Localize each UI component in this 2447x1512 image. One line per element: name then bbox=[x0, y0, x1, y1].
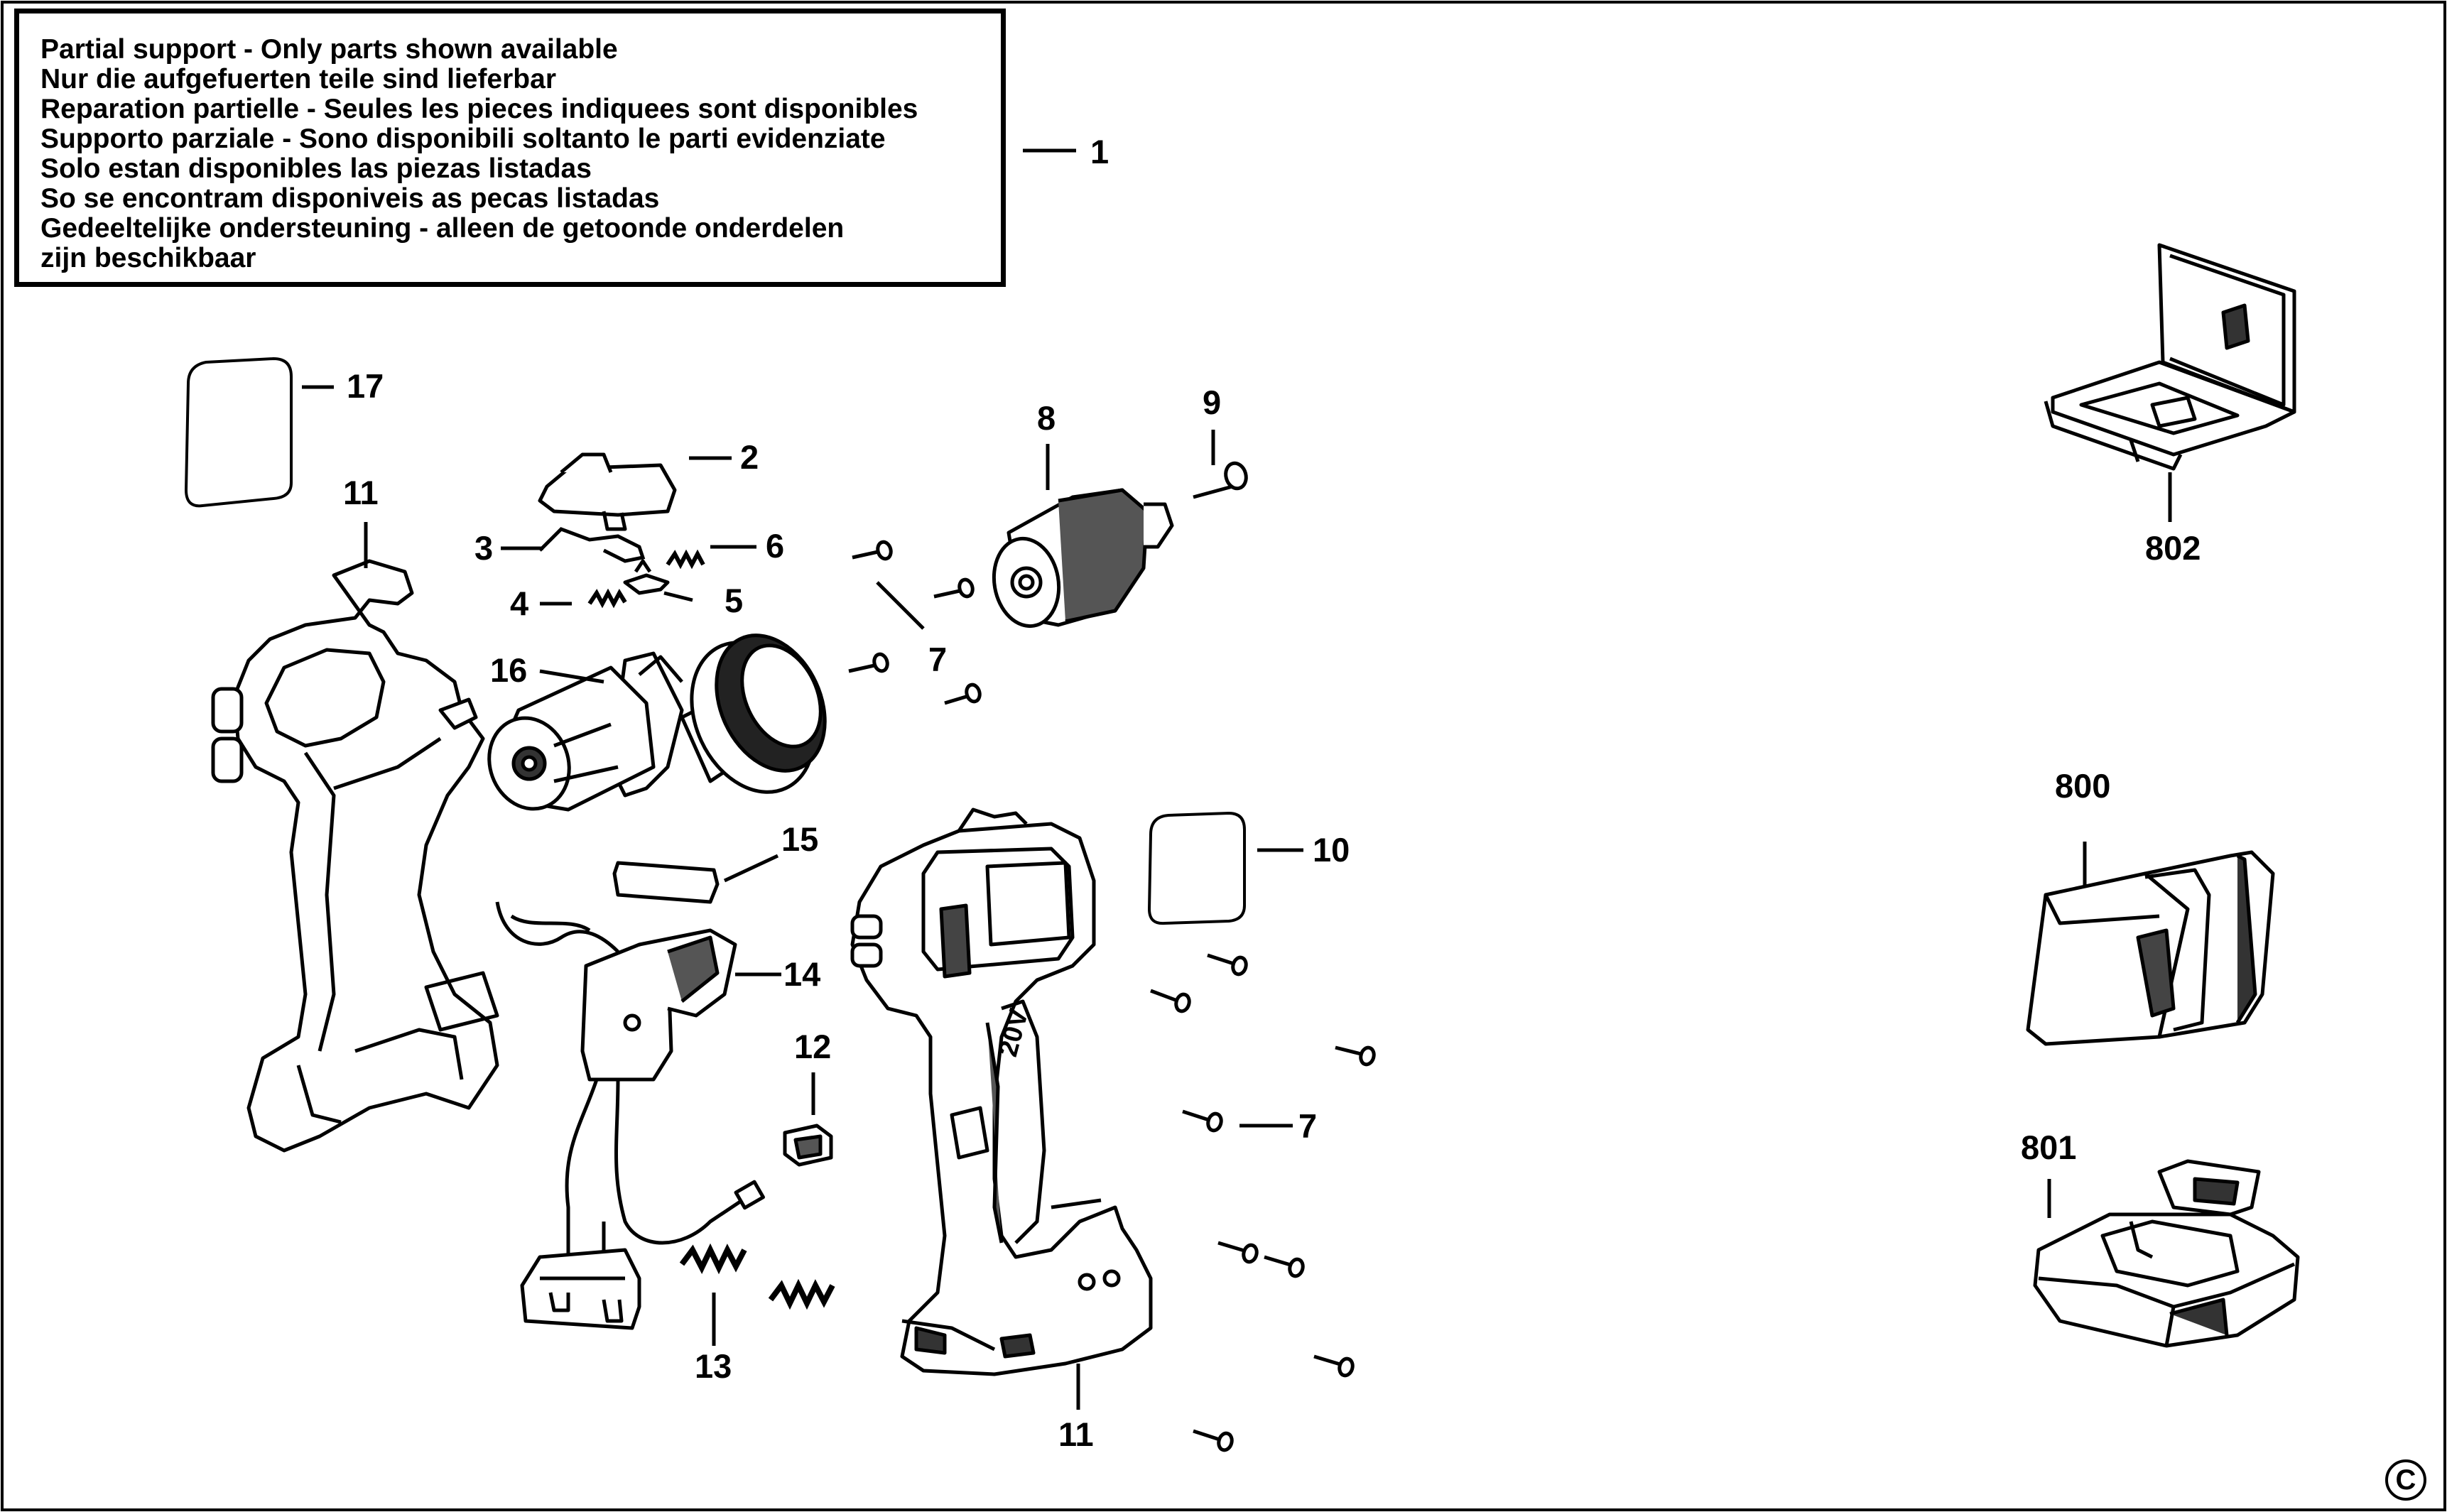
callout-3: 3 bbox=[474, 529, 493, 567]
callout-11-left: 11 bbox=[343, 474, 379, 511]
battery-part bbox=[2033, 1159, 2300, 1348]
copyright-mark: C bbox=[2385, 1459, 2426, 1501]
left-housing-half bbox=[211, 559, 499, 1153]
lever-part-5 bbox=[623, 559, 670, 595]
motor-gearbox-assembly bbox=[487, 633, 827, 812]
callout-14: 14 bbox=[783, 955, 820, 993]
battery-clip-part bbox=[783, 1124, 833, 1167]
chuck-screw-9 bbox=[1193, 461, 1248, 499]
callout-10: 10 bbox=[1313, 831, 1350, 869]
screws-set-7-top bbox=[848, 540, 982, 705]
notice-line-nl-cont: zijn beschikbaar bbox=[40, 243, 256, 273]
callout-5: 5 bbox=[725, 582, 743, 619]
callout-1: 1 bbox=[1090, 133, 1109, 170]
screws-set-7-right bbox=[1150, 953, 1376, 1452]
partial-support-notice: Partial support - Only parts shown avail… bbox=[14, 9, 1006, 287]
callout-11-right: 11 bbox=[1058, 1415, 1094, 1453]
callout-16: 16 bbox=[490, 651, 527, 689]
notice-line-it: Supporto parziale - Sono disponibili sol… bbox=[40, 124, 886, 154]
charger-part bbox=[2026, 850, 2275, 1046]
callout-2: 2 bbox=[740, 438, 759, 476]
callout-13: 13 bbox=[695, 1347, 732, 1385]
callout-12: 12 bbox=[794, 1028, 831, 1065]
notice-line-de: Nur die aufgefuerten teile sind lieferba… bbox=[40, 64, 556, 94]
led-lens-part bbox=[612, 861, 720, 904]
notice-line-fr: Reparation partielle - Seules les pieces… bbox=[40, 94, 918, 124]
small-spring-part-4 bbox=[587, 588, 627, 609]
kitbox-part bbox=[2044, 243, 2296, 471]
callout-4: 4 bbox=[510, 584, 528, 622]
switch-cap-part bbox=[538, 452, 677, 531]
callout-6: 6 bbox=[766, 527, 784, 565]
right-housing-half bbox=[850, 807, 1153, 1376]
callout-17: 17 bbox=[347, 367, 384, 405]
callout-15: 15 bbox=[781, 820, 818, 858]
contact-springs-13 bbox=[679, 1243, 835, 1310]
callout-7-top: 7 bbox=[928, 641, 947, 678]
leader-lines bbox=[302, 148, 2172, 1410]
label-blank-10 bbox=[1147, 811, 1246, 925]
notice-line-es: Solo estan disponibles las piezas listad… bbox=[40, 153, 592, 184]
callout-9: 9 bbox=[1203, 384, 1221, 421]
callout-800: 800 bbox=[2055, 767, 2110, 805]
callout-8: 8 bbox=[1037, 399, 1056, 437]
notice-line-pt: So se encontram disponiveis as pecas lis… bbox=[40, 183, 660, 214]
label-blank-17 bbox=[184, 357, 293, 508]
trigger-switch-assembly bbox=[495, 901, 765, 1330]
spring-clip-part bbox=[538, 527, 646, 563]
notice-line-en: Partial support - Only parts shown avail… bbox=[40, 34, 618, 65]
spring-part-6 bbox=[666, 549, 705, 570]
chuck-part bbox=[992, 488, 1174, 629]
notice-line-nl: Gedeeltelijke ondersteuning - alleen de … bbox=[40, 213, 845, 244]
callout-802: 802 bbox=[2145, 529, 2201, 567]
callout-7-right: 7 bbox=[1298, 1107, 1317, 1145]
callout-801: 801 bbox=[2021, 1128, 2076, 1166]
